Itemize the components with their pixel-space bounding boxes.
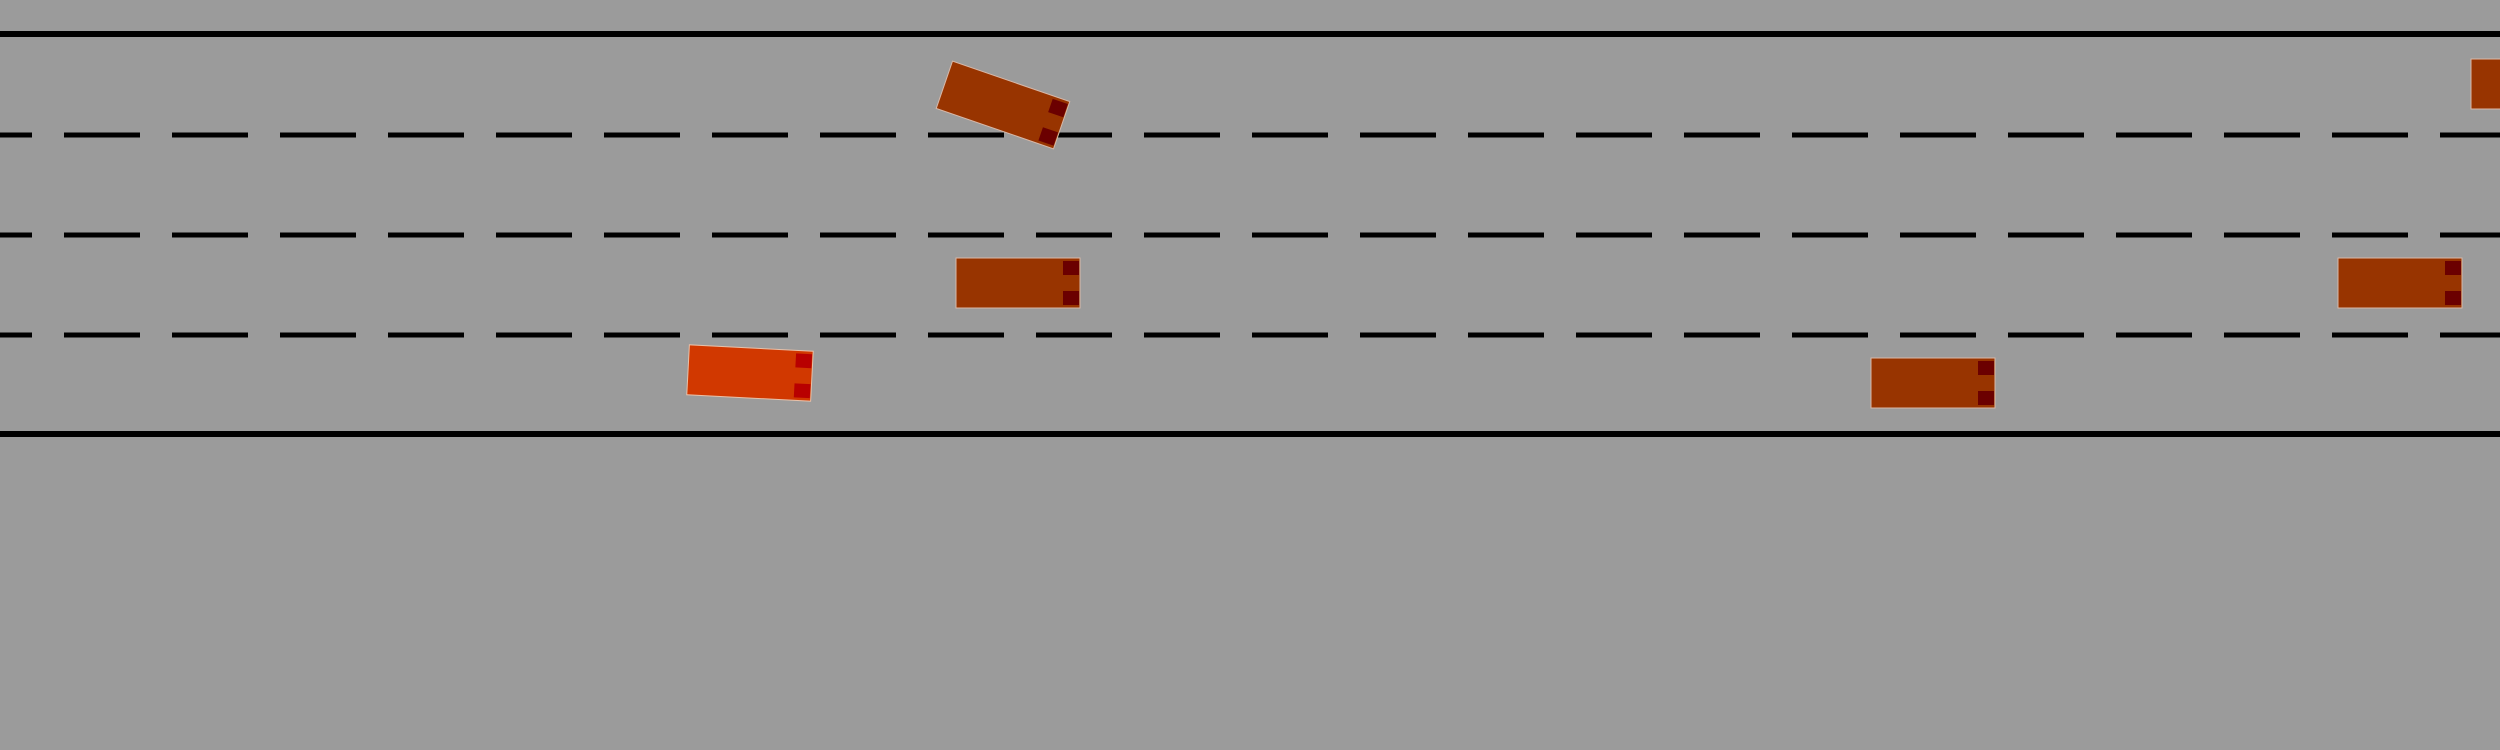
vehicle-light	[1048, 98, 1068, 118]
vehicle-light	[2445, 261, 2461, 275]
vehicle-light	[1978, 391, 1994, 405]
vehicle-body	[2337, 257, 2463, 309]
vehicle-body	[1870, 357, 1996, 409]
vehicle-light	[1038, 127, 1059, 146]
vehicle-light	[2445, 291, 2461, 305]
vehicle-light	[1063, 261, 1079, 275]
vehicle-body	[2470, 58, 2500, 110]
vehicle-body	[955, 257, 1081, 309]
vehicle-2	[955, 257, 1081, 309]
vehicle-light	[1978, 361, 1994, 375]
vehicle-body	[686, 344, 814, 402]
vehicle-light	[1063, 291, 1079, 305]
vehicle-4	[2337, 257, 2463, 309]
vehicle-light	[793, 383, 811, 399]
vehicle-3	[1870, 357, 1996, 409]
vehicle-1	[935, 60, 1071, 150]
vehicle-body	[935, 60, 1071, 150]
vehicle-light	[795, 353, 813, 369]
ego-vehicle	[686, 344, 814, 402]
vehicle-5	[2470, 58, 2500, 110]
